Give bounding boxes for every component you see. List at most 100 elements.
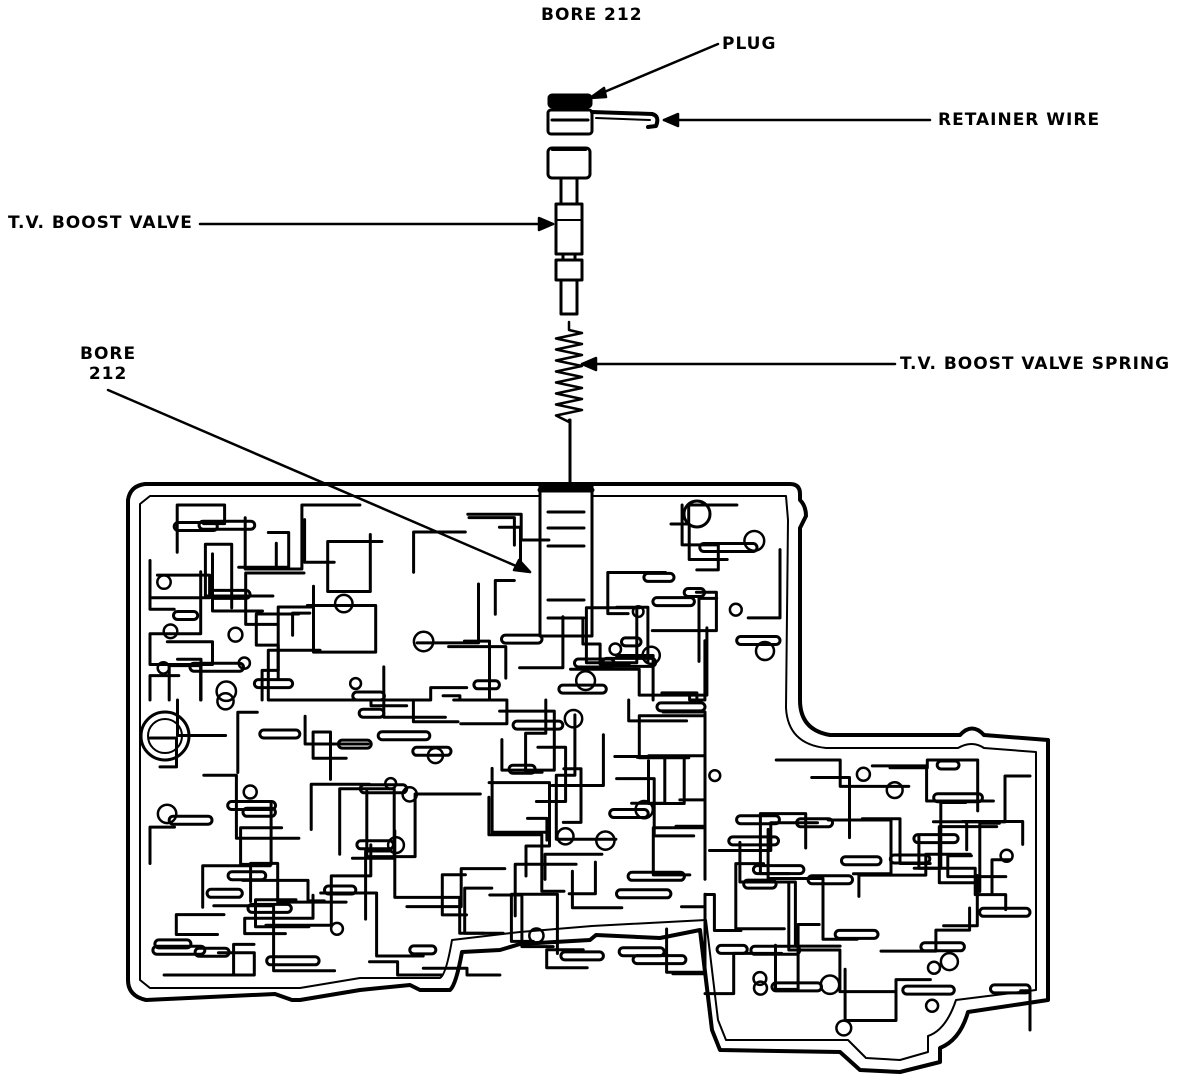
fluid-passage — [382, 665, 469, 702]
retainer-wire-label: RETAINER WIRE — [938, 110, 1101, 130]
bore-hole — [743, 529, 766, 553]
fluid-passage — [1019, 989, 1032, 1032]
tv-boost-valve-spring — [554, 320, 584, 492]
bore-hole — [819, 974, 841, 996]
slot-passage — [620, 636, 643, 648]
fluid-passage — [467, 516, 516, 547]
fluid-passage — [148, 736, 178, 769]
tv-boost-valve — [546, 146, 592, 316]
fluid-passage — [978, 821, 1001, 893]
fluid-passage — [518, 615, 565, 670]
slot-passage — [795, 817, 835, 829]
bore-hole — [595, 830, 616, 851]
slot-passage — [615, 888, 673, 900]
fluid-passage — [243, 893, 315, 936]
fluid-passage — [671, 892, 707, 976]
bore-hole — [156, 574, 172, 591]
fluid-passage — [635, 755, 686, 805]
fluid-passage — [513, 862, 578, 918]
slot-passage — [727, 835, 780, 847]
fluid-passage — [254, 612, 301, 682]
slot-passage — [735, 814, 781, 826]
slot-passage — [258, 728, 302, 740]
slot-passage — [651, 596, 696, 608]
fluid-passage — [203, 542, 275, 610]
fluid-passage — [462, 639, 491, 702]
slot-passage — [153, 938, 193, 950]
bore-hole — [926, 960, 942, 975]
slot-passage — [205, 887, 244, 899]
fluid-passage — [746, 548, 782, 620]
fluid-passage — [647, 754, 707, 801]
fluid-passage — [669, 503, 739, 526]
fluid-passage — [912, 866, 1008, 912]
fluid-passage — [917, 801, 968, 870]
bore-hole — [426, 746, 445, 765]
fluid-passage — [368, 960, 444, 977]
fluid-passage — [498, 709, 556, 772]
fluid-passage — [447, 645, 508, 680]
slot-passage — [252, 678, 295, 690]
slot-passage — [411, 745, 453, 757]
fluid-passage — [758, 812, 808, 876]
fluid-passage — [488, 893, 555, 949]
fluid-passage — [415, 582, 480, 645]
bore-hole — [329, 921, 345, 936]
fluid-passage — [291, 611, 312, 637]
fluid-passage — [738, 840, 842, 948]
slot-passage — [642, 571, 676, 583]
slot-passage — [167, 814, 214, 826]
fluid-passage — [264, 843, 373, 927]
fluid-passage — [176, 698, 228, 737]
fluid-passage — [452, 698, 509, 726]
bore-212-top-label: BORE 212 — [541, 5, 643, 25]
slot-passage — [172, 610, 200, 621]
fluid-passage — [393, 829, 505, 935]
slot-passage — [511, 719, 565, 731]
bore-hole — [528, 927, 545, 944]
bore-hole — [156, 803, 178, 825]
bore-hole — [384, 776, 398, 791]
fluid-passage — [249, 861, 348, 904]
slot-passage — [698, 542, 759, 553]
fluid-passage — [463, 886, 494, 935]
bore-hole — [631, 605, 645, 619]
bore-hole — [216, 691, 235, 711]
fluid-passage — [650, 590, 718, 633]
bore-212-side-label-line1: BORE — [80, 344, 137, 364]
fluid-passage — [201, 864, 272, 909]
slot-passage — [472, 679, 501, 691]
fluid-passage — [466, 512, 551, 542]
slot-passage — [978, 906, 1032, 918]
slot-passage — [376, 730, 432, 742]
slot-passage — [197, 519, 257, 531]
slot-passage — [912, 833, 960, 845]
fluid-passage — [365, 789, 482, 859]
fluid-passage — [550, 733, 605, 787]
fluid-passage — [615, 605, 650, 664]
fluid-passage — [148, 674, 181, 702]
bore-hole — [242, 784, 258, 800]
fluid-passage — [787, 880, 896, 994]
fluid-passage — [148, 559, 176, 611]
bore-hole — [939, 951, 960, 972]
bore-hole — [752, 970, 768, 987]
fluid-passage — [326, 533, 384, 593]
leader-lines — [106, 42, 932, 574]
fluid-passage — [322, 698, 409, 708]
slot-passage — [226, 870, 268, 882]
bore-hole — [563, 708, 584, 729]
bore-hole — [333, 593, 354, 614]
slot-passage — [935, 759, 961, 771]
bore-hole — [227, 626, 244, 643]
slot-passage — [151, 944, 207, 956]
fluid-passage — [174, 913, 226, 936]
fluid-passage — [703, 951, 784, 996]
fluid-passage — [148, 825, 176, 865]
slot-passage — [655, 701, 707, 713]
fluid-passage — [412, 530, 467, 574]
fluid-passage — [614, 654, 655, 702]
bore-hole — [835, 1019, 853, 1037]
fluid-passage — [661, 710, 707, 767]
